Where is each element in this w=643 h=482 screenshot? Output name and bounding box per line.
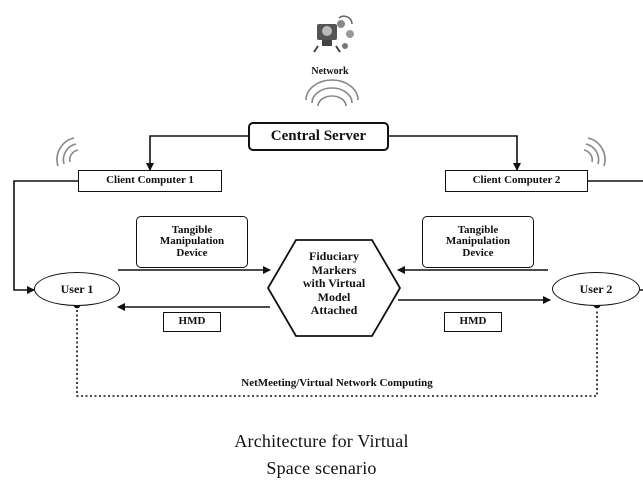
- server-client1-link: [146, 132, 255, 171]
- user-1-ellipse: User 1: [34, 272, 120, 306]
- caption: Architecture for Virtual Space scenario: [0, 428, 643, 482]
- netmeeting-label: NetMeeting/Virtual Network Computing: [241, 377, 433, 389]
- tangible-right-line-3: Device: [462, 246, 494, 259]
- central-server-box: Central Server: [248, 122, 389, 151]
- fiducial-hexagon: [266, 239, 402, 337]
- tangible-device-right-box: Tangible Manipulation Device: [422, 216, 534, 268]
- client-computer-1-box: Client Computer 1: [78, 170, 222, 192]
- hmd-left-box: HMD: [163, 312, 221, 332]
- fiducial-line-1: Fiduciary: [309, 249, 359, 263]
- fiducial-line-4: Model: [317, 289, 351, 304]
- fiducial-line-3: with Virtual: [302, 276, 366, 290]
- wireless-signal-icon: [56, 137, 79, 167]
- wireless-signal-icon: [583, 137, 606, 167]
- netmeeting-dotted-link: [76, 310, 598, 397]
- network-satellite-icon: [313, 15, 354, 53]
- client-computer-2-box: Client Computer 2: [445, 170, 588, 192]
- server-client2-link: [382, 132, 521, 171]
- tangible-right-line-2: Manipulation: [445, 235, 511, 248]
- tangible-right-line-1: Tangible: [457, 223, 499, 236]
- tangible-device-left-box: Tangible Manipulation Device: [136, 216, 248, 268]
- caption-line-1: Architecture for Virtual: [234, 431, 409, 451]
- caption-line-2: Space scenario: [266, 458, 377, 478]
- fiducial-line-5: Attached: [310, 303, 358, 317]
- tangible-left-line-3: Device: [176, 246, 208, 259]
- network-label: Network: [311, 66, 349, 77]
- client1-user1-link: [13, 180, 78, 294]
- user-2-ellipse: User 2: [552, 272, 640, 306]
- wireless-signal-icon: [305, 79, 359, 107]
- hmd-right-box: HMD: [444, 312, 502, 332]
- fiducial-markers-label: Fiduciary Markers with Virtual Model Att…: [276, 249, 392, 318]
- fiducial-line-2: Markers: [311, 262, 357, 277]
- tangible-left-line-1: Tangible: [171, 223, 213, 236]
- tangible-left-line-2: Manipulation: [159, 235, 225, 248]
